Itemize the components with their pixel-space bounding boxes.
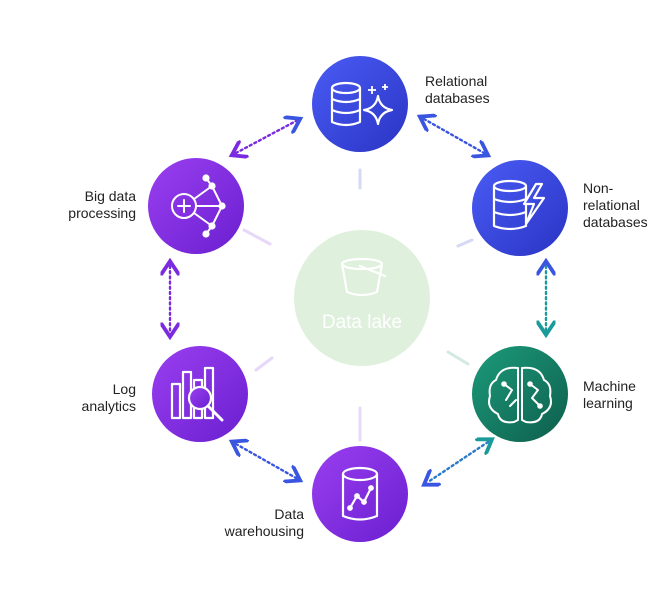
log-analytics-label: Log analytics (54, 381, 136, 415)
relational-databases-node[interactable] (312, 56, 408, 152)
label-line: databases (425, 90, 490, 106)
label-line: learning (583, 395, 633, 411)
relational-databases-label: Relational databases (425, 73, 490, 107)
label-line: Log (112, 381, 136, 397)
machine-learning-label: Machine learning (583, 378, 636, 412)
spoke-log (254, 356, 274, 372)
database-sparkle-icon (330, 81, 394, 127)
database-lightning-icon (492, 179, 546, 231)
label-line: Machine (583, 378, 636, 394)
label-line: databases (583, 214, 648, 230)
non-relational-databases-node[interactable] (472, 160, 568, 256)
big-data-processing-node[interactable] (148, 158, 244, 254)
log-analytics-node[interactable] (152, 346, 248, 442)
bucket-icon (340, 257, 387, 297)
label-line: Relational (425, 73, 488, 89)
spoke-bigdata (242, 228, 272, 246)
magnifier-chart-icon (170, 366, 224, 422)
spoke-ml (446, 350, 470, 366)
spoke-nonrelational (456, 238, 474, 248)
machine-learning-node[interactable] (472, 346, 568, 442)
data-warehousing-label: Data warehousing (212, 506, 304, 540)
arrows (170, 119, 546, 482)
data-warehousing-node[interactable] (312, 446, 408, 542)
big-data-processing-label: Big data processing (48, 188, 136, 222)
non-relational-databases-label: Non- relational databases (583, 180, 648, 231)
label-line: warehousing (224, 523, 304, 539)
arrow-bigdata-relational (236, 121, 296, 153)
brain-circuit-icon (488, 366, 552, 424)
label-line: processing (68, 205, 136, 221)
spokes (242, 168, 474, 442)
database-chart-icon (341, 466, 379, 521)
label-line: analytics (81, 398, 136, 414)
network-plus-icon (171, 174, 226, 238)
arrow-ml-warehousing (428, 442, 488, 482)
data-lake-node[interactable] (294, 230, 430, 366)
arrow-relational-nonrelational (424, 119, 484, 153)
arrow-log-warehousing (236, 444, 296, 478)
label-line: relational (583, 197, 640, 213)
data-lake-label: Data lake (321, 312, 403, 333)
label-line: Big data (84, 188, 136, 204)
label-line: Data (274, 506, 304, 522)
label-line: Non- (583, 180, 614, 196)
